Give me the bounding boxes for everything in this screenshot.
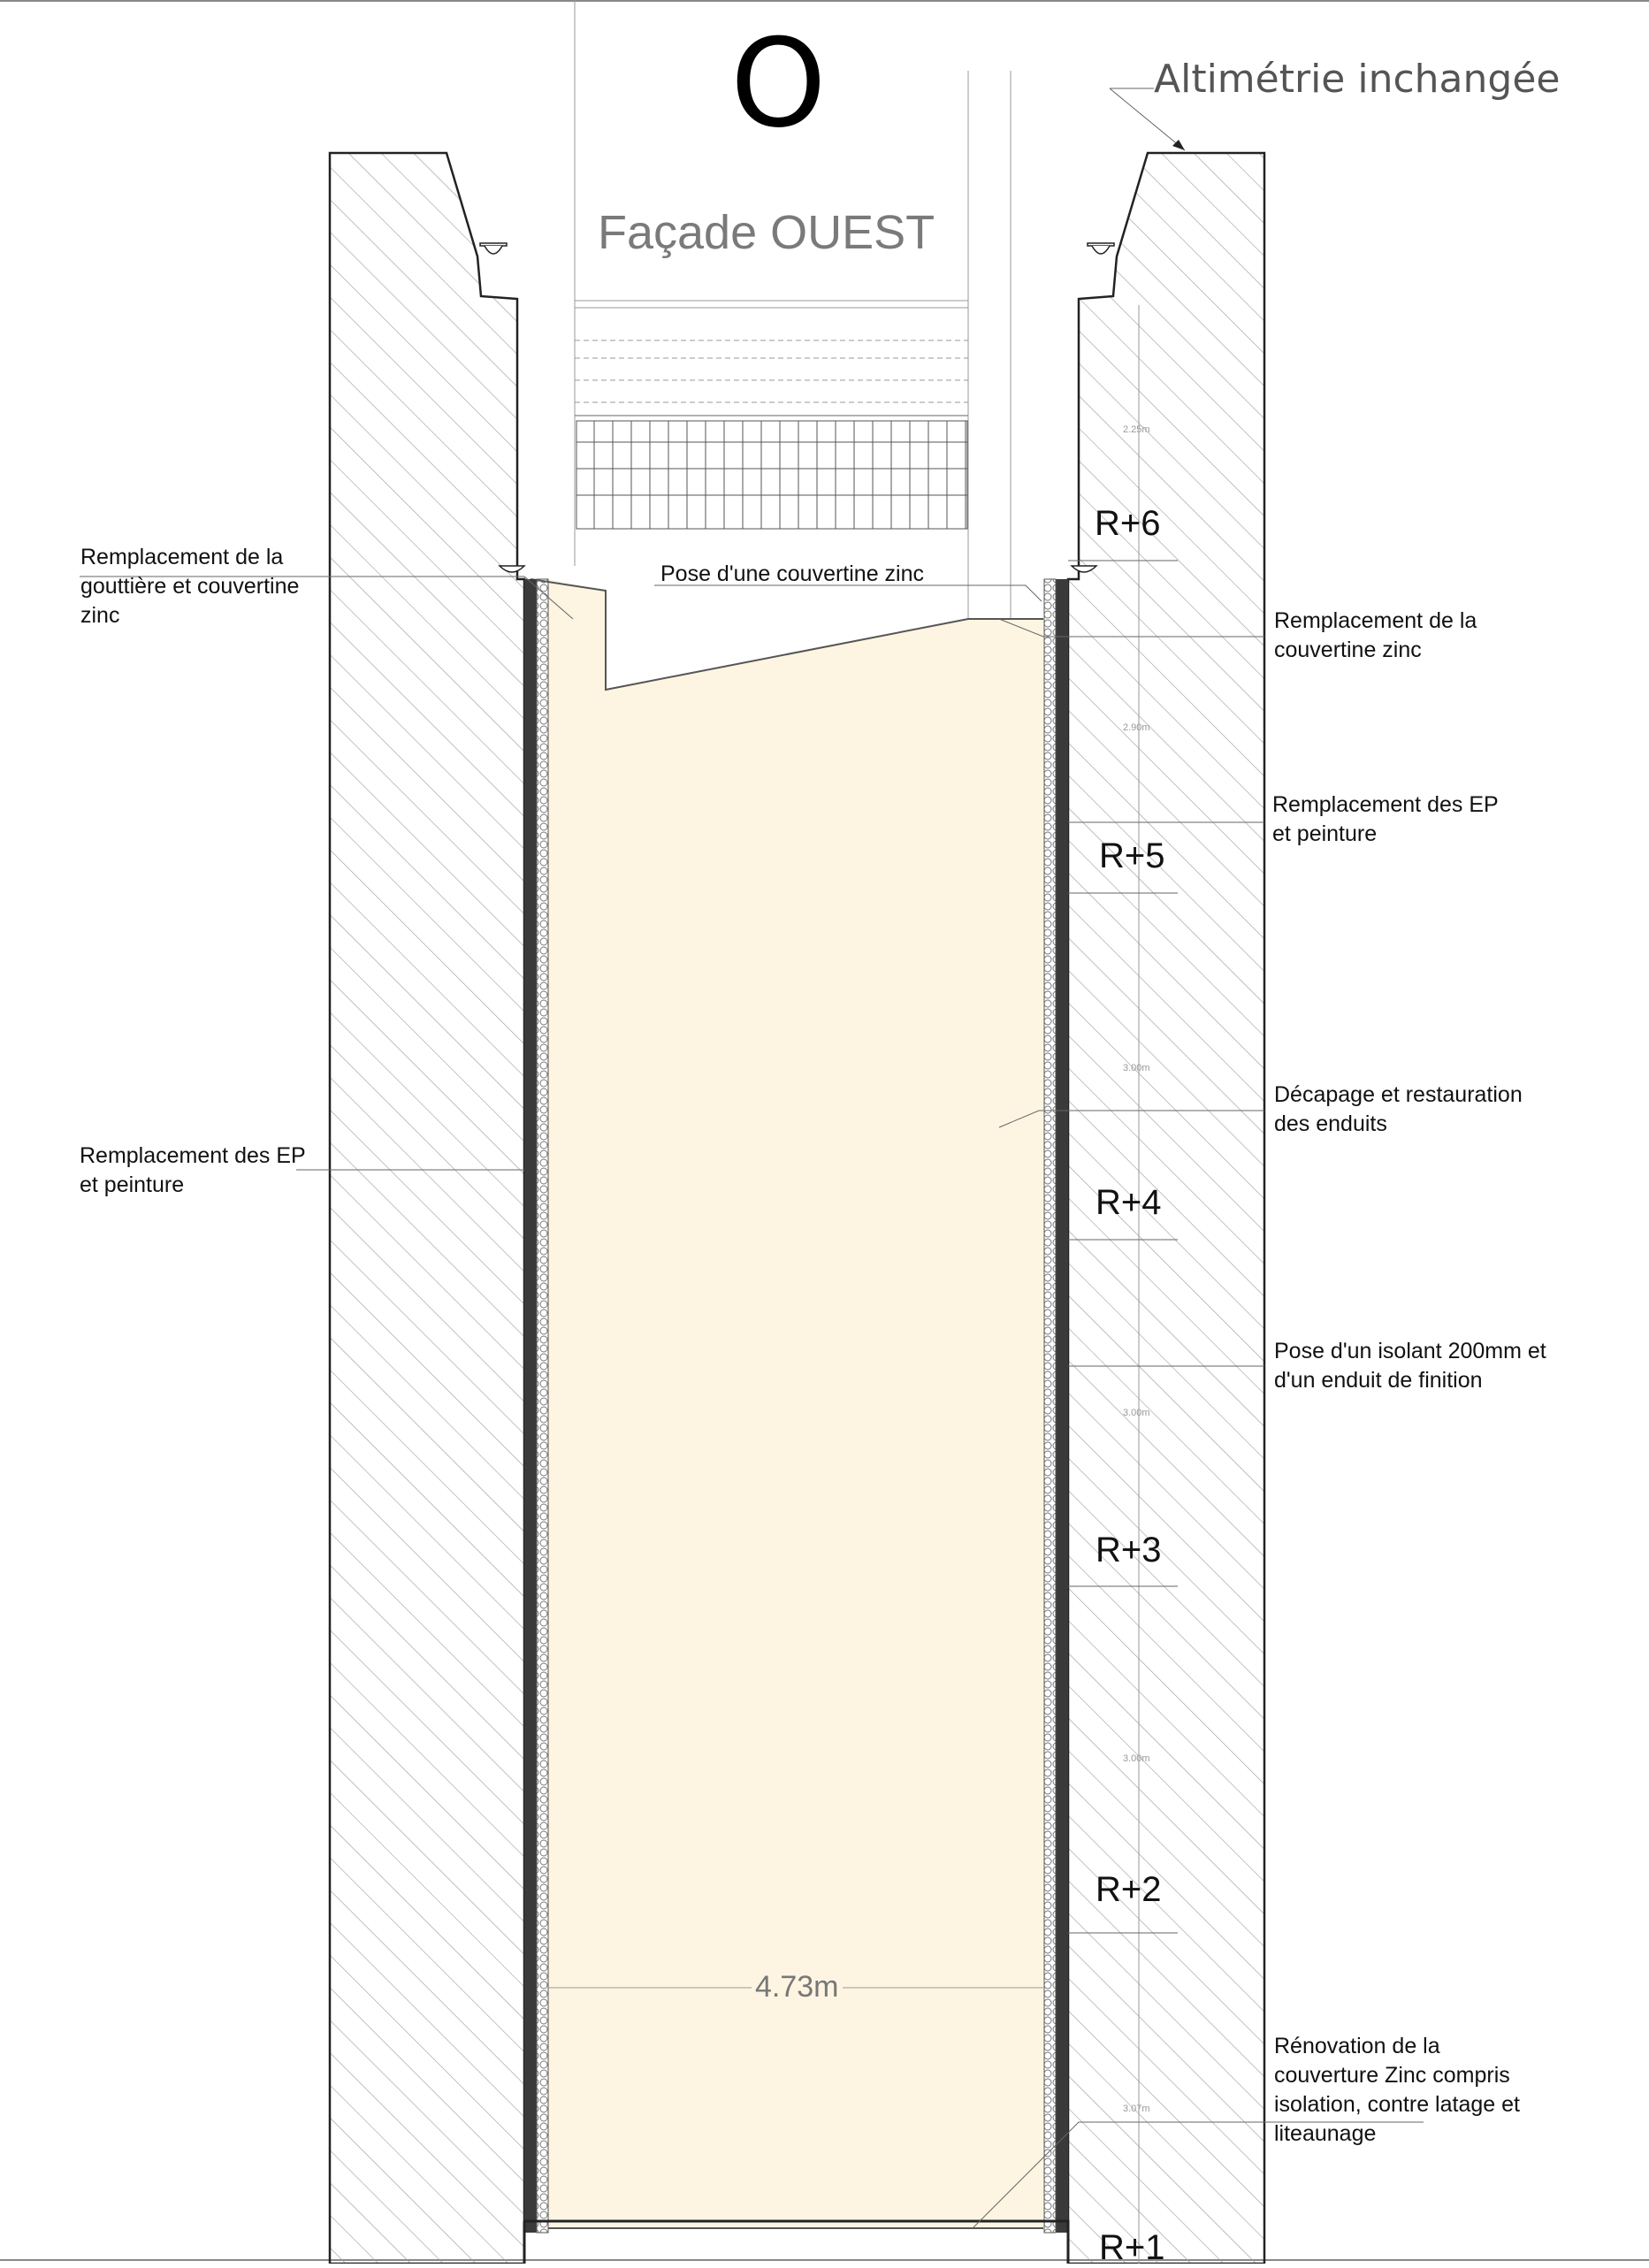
width-dimension-label: 4.73m <box>752 1970 843 2005</box>
height-dim-1: 2.25m <box>1123 424 1150 435</box>
annotation-left-ep: Remplacement des EP et peinture <box>80 1143 306 1197</box>
annotation-right-render: Décapage et restauration des enduits <box>1274 1082 1523 1136</box>
height-dim-5: 3.00m <box>1123 1753 1150 1764</box>
level-lines <box>1068 560 1178 1934</box>
right-wall-dark <box>1056 579 1068 2233</box>
annotation-right-ep: Remplacement des EP et peinture <box>1272 792 1499 846</box>
level-label-r5: R+5 <box>1099 836 1165 875</box>
annotation-right-roof: Rénovation de la couverture Zinc compris… <box>1274 2034 1520 2146</box>
height-dim-6: 3.07m <box>1123 2104 1150 2114</box>
left-wall-dark <box>524 579 537 2233</box>
annotation-left-gutter: Remplacement de la gouttière et couverti… <box>80 545 300 628</box>
facade-elevation-background <box>574 0 1012 619</box>
left-cornice-ornament <box>479 242 526 573</box>
annotation-zinc-coping: Pose d'une couvertine zinc <box>660 561 925 586</box>
level-label-r3: R+3 <box>1096 1531 1162 1569</box>
height-dim-3: 3.00m <box>1123 1063 1150 1073</box>
right-cornice-ornament <box>1070 242 1115 573</box>
height-dim-4: 3.00m <box>1123 1408 1150 1418</box>
height-dim-2: 2.90m <box>1123 722 1150 733</box>
level-label-r2: R+2 <box>1096 1870 1162 1909</box>
annotation-right-coping: Remplacement de la couvertine zinc <box>1274 608 1477 662</box>
altimetry-note: Altimétrie inchangée <box>1154 57 1561 102</box>
right-insulation <box>1043 578 1057 2234</box>
annotation-right-insulation: Pose d'un isolant 200mm et d'un enduit d… <box>1274 1339 1546 1393</box>
left-insulation <box>536 578 549 2234</box>
railing-bars <box>593 421 966 529</box>
altimetry-arrow <box>1172 140 1185 150</box>
roof-slope <box>530 578 1043 691</box>
orientation-letter: O <box>730 12 827 155</box>
leader-lines <box>80 88 1424 2229</box>
courtyard-floor <box>523 2219 1070 2264</box>
facade-title: Façade OUEST <box>598 206 935 259</box>
level-label-r6: R+6 <box>1095 504 1161 543</box>
left-building-section <box>328 151 526 2264</box>
courtyard-section-fill <box>548 579 1043 2228</box>
right-building-section <box>1066 151 1266 2264</box>
level-label-r4: R+4 <box>1096 1183 1162 1222</box>
level-label-r1: R+1 <box>1099 2228 1165 2267</box>
